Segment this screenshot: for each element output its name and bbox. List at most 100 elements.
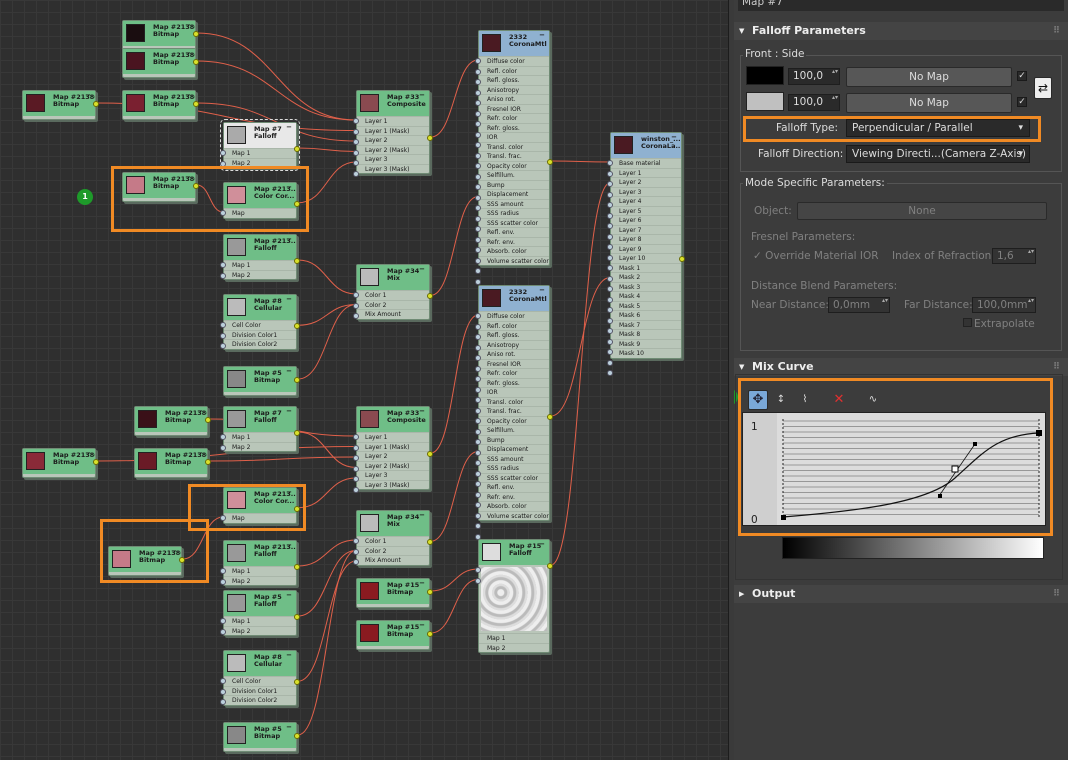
- node-collapse-icon[interactable]: −: [85, 449, 91, 457]
- input-socket-icon[interactable]: [475, 215, 481, 222]
- node-slot[interactable]: Selfillum.: [479, 425, 549, 435]
- output-socket-icon[interactable]: [193, 183, 199, 189]
- node-collapse-icon[interactable]: −: [286, 407, 292, 415]
- node-slot[interactable]: Refl. gloss.: [479, 75, 549, 85]
- near-distance-spinner[interactable]: 0,0mm: [828, 297, 890, 313]
- input-socket-icon[interactable]: [475, 58, 481, 64]
- node-slot[interactable]: Layer 2: [357, 451, 429, 461]
- node-slot[interactable]: Map 2: [224, 575, 296, 586]
- front-amount-spinner[interactable]: 100,0: [788, 68, 840, 85]
- output-socket-icon[interactable]: [294, 679, 300, 686]
- node-slot[interactable]: Layer 9: [611, 243, 681, 254]
- node-collapse-icon[interactable]: −: [419, 511, 425, 519]
- override-ior-checkbox[interactable]: ✓ Override Material IOR: [753, 250, 879, 262]
- node-slot[interactable]: Layer 3 (Mask): [357, 479, 429, 490]
- input-socket-icon[interactable]: [353, 302, 359, 309]
- input-socket-icon[interactable]: [607, 170, 613, 177]
- node-slot[interactable]: Aniso rot.: [479, 349, 549, 359]
- node-slot[interactable]: Mask 3: [611, 281, 681, 292]
- side-map-toggle[interactable]: ✓: [1017, 97, 1027, 107]
- node-slot[interactable]: SSS amount: [479, 198, 549, 209]
- input-socket-icon[interactable]: [475, 89, 481, 96]
- input-socket-icon[interactable]: [607, 191, 613, 198]
- input-socket-icon[interactable]: [475, 100, 481, 106]
- input-socket-icon[interactable]: [220, 618, 226, 624]
- node-slot[interactable]: Layer 1 (Mask): [357, 125, 429, 136]
- node-slot[interactable]: Bump: [479, 179, 549, 190]
- node-slot[interactable]: SSS scatter color: [479, 217, 549, 228]
- input-socket-icon[interactable]: [475, 397, 481, 403]
- output-socket-icon[interactable]: [193, 101, 199, 107]
- input-socket-icon[interactable]: [353, 139, 359, 145]
- output-socket-icon[interactable]: [427, 135, 433, 141]
- node-slot[interactable]: Map: [224, 513, 296, 523]
- input-socket-icon[interactable]: [475, 449, 481, 456]
- output-socket-icon[interactable]: [294, 430, 300, 436]
- input-socket-icon[interactable]: [475, 386, 481, 393]
- node-header[interactable]: Map #213863...Bitmap−: [123, 49, 195, 74]
- node-collapse-icon[interactable]: −: [286, 295, 292, 303]
- input-socket-icon[interactable]: [220, 568, 226, 574]
- node-slot[interactable]: Map 2: [224, 269, 296, 280]
- input-socket-icon[interactable]: [475, 502, 481, 508]
- node-slot[interactable]: Refl. env.: [479, 482, 549, 492]
- node-slot[interactable]: Map 2: [224, 157, 296, 168]
- insert-corner-point-icon[interactable]: ⌇: [794, 390, 816, 410]
- input-socket-icon[interactable]: [475, 205, 481, 211]
- node-header[interactable]: Map #213...Color Cor...−: [224, 488, 296, 513]
- input-socket-icon[interactable]: [220, 210, 226, 216]
- input-socket-icon[interactable]: [607, 338, 613, 345]
- node-slot[interactable]: Map 2: [479, 642, 549, 653]
- node-header[interactable]: Map #213863...Bitmap−: [123, 173, 195, 198]
- far-distance-spinner[interactable]: 100,0mm: [972, 297, 1036, 313]
- falloff-direction-dropdown[interactable]: Viewing Directi...(Camera Z-Axis): [846, 145, 1030, 163]
- node-header[interactable]: Map #213...Color Cor...−: [224, 183, 296, 208]
- node-slot[interactable]: IOR: [479, 387, 549, 397]
- output-socket-icon[interactable]: [205, 417, 211, 423]
- input-socket-icon[interactable]: [475, 236, 481, 243]
- node-bitmap[interactable]: Map #213863...Bitmap−: [22, 448, 99, 478]
- node-collapse-icon[interactable]: −: [539, 31, 545, 39]
- node-bitmap[interactable]: Map #213863...Bitmap−: [134, 448, 211, 478]
- node-slot[interactable]: Layer 3: [611, 186, 681, 197]
- input-socket-icon[interactable]: [475, 121, 481, 127]
- node-collapse-icon[interactable]: −: [185, 91, 191, 99]
- node-collapse-icon[interactable]: −: [286, 591, 292, 599]
- node-slot[interactable]: Layer 1: [611, 167, 681, 178]
- node-slot[interactable]: Layer 1: [357, 432, 429, 442]
- node-slot[interactable]: Color 2: [357, 545, 429, 556]
- front-map-toggle[interactable]: ✓: [1017, 71, 1027, 81]
- node-slot[interactable]: Map 1: [224, 616, 296, 626]
- node-collapse-icon[interactable]: −: [419, 91, 425, 99]
- input-socket-icon[interactable]: [475, 184, 481, 190]
- node-slot[interactable]: Opacity color: [479, 160, 549, 171]
- node-slot[interactable]: Map 1: [224, 148, 296, 158]
- output-socket-icon[interactable]: [205, 459, 211, 465]
- input-socket-icon[interactable]: [607, 328, 613, 334]
- node-header[interactable]: Map #213863...Bitmap−: [23, 449, 95, 474]
- input-socket-icon[interactable]: [353, 292, 359, 298]
- output-socket-icon[interactable]: [93, 101, 99, 107]
- input-socket-icon[interactable]: [220, 343, 226, 349]
- node-collapse-icon[interactable]: −: [197, 407, 203, 415]
- input-socket-icon[interactable]: [220, 332, 226, 339]
- reset-curve-icon[interactable]: ∿: [862, 390, 884, 410]
- input-socket-icon[interactable]: [607, 359, 613, 366]
- node-slot[interactable]: Diffuse color: [479, 56, 549, 66]
- output-socket-icon[interactable]: [294, 200, 300, 207]
- input-socket-icon[interactable]: [353, 538, 359, 544]
- node-collapse-icon[interactable]: −: [171, 547, 177, 555]
- node-slot[interactable]: Division Color2: [224, 339, 296, 349]
- node-slot[interactable]: Mask 4: [611, 291, 681, 301]
- node-slot[interactable]: Transl. frac.: [479, 151, 549, 161]
- input-socket-icon[interactable]: [475, 512, 481, 519]
- input-socket-icon[interactable]: [607, 307, 613, 313]
